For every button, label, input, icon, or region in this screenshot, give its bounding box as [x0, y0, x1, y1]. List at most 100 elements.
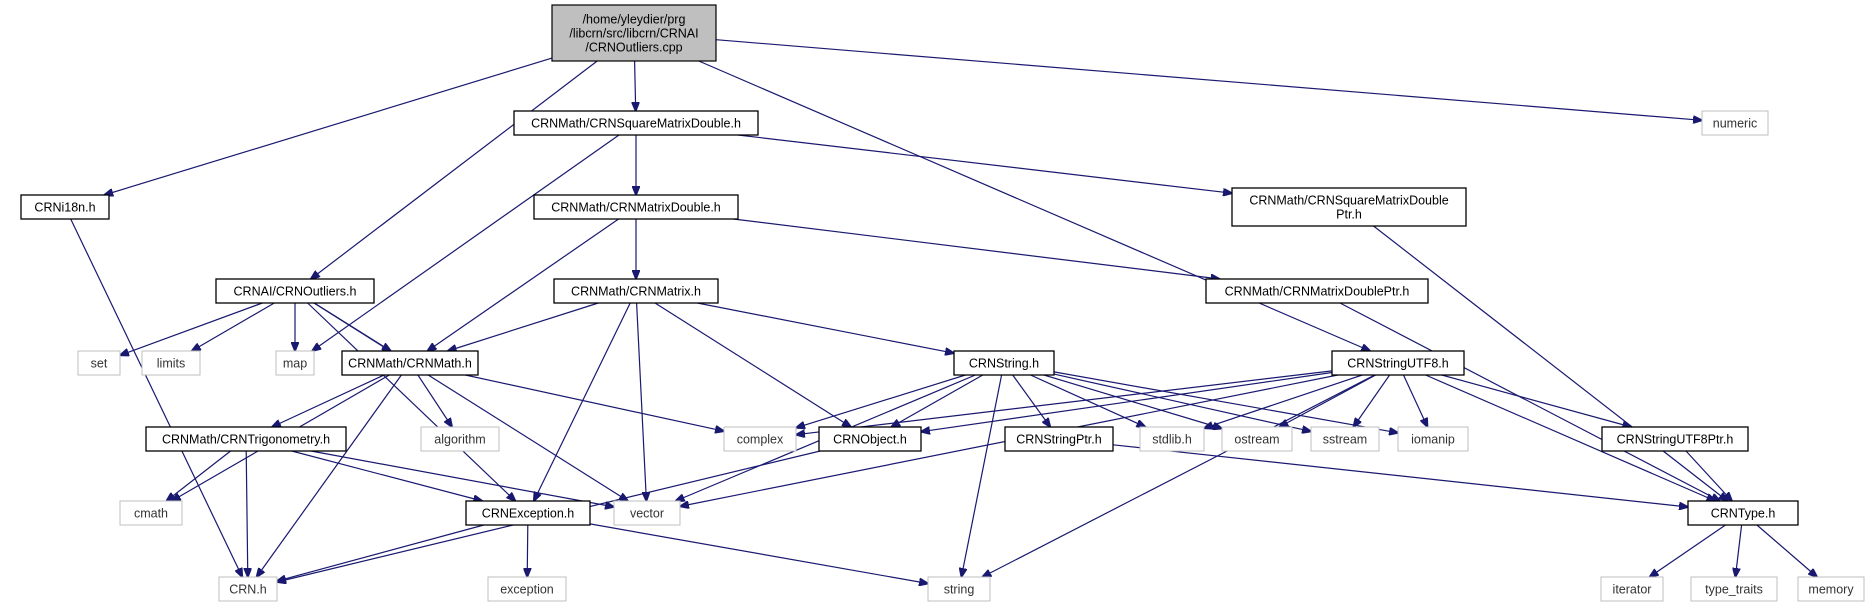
node-i18n[interactable]: CRNi18n.h: [20, 194, 110, 220]
node-box: [1601, 426, 1749, 452]
node-label: CRNMath/CRNSquareMatrixDouble: [1249, 194, 1448, 208]
edge-trig-to-vector: [310, 450, 614, 507]
node-label: CRNMath/CRNSquareMatrixDouble.h: [531, 117, 741, 131]
edge-math-to-complex: [465, 374, 724, 431]
edge-exception_h-to-string: [589, 523, 928, 584]
node-numeric: numeric: [1701, 110, 1769, 136]
node-map: map: [275, 350, 315, 376]
node-ostream: ostream: [1221, 426, 1293, 452]
edge-md-to-math: [427, 218, 619, 351]
node-label: cmath: [134, 507, 168, 521]
node-label: CRNType.h: [1711, 507, 1776, 521]
node-algorithm: algorithm: [420, 426, 500, 452]
edge-string_h-to-complex: [796, 374, 966, 428]
node-box: [20, 194, 110, 220]
node-label: stdlib.h: [1152, 433, 1192, 447]
node-box: [1331, 350, 1465, 376]
node-box: [215, 278, 375, 304]
node-label: exception: [500, 583, 554, 597]
node-box: [77, 350, 121, 376]
node-box: [1310, 426, 1380, 452]
edge-utf8-to-complex: [796, 370, 1333, 435]
node-label: CRNStringUTF8Ptr.h: [1617, 433, 1734, 447]
node-iterator: iterator: [1600, 576, 1664, 602]
edge-string_h-to-string: [961, 374, 1003, 577]
edge-matrix-to-vector: [636, 302, 647, 501]
node-type[interactable]: CRNType.h: [1687, 500, 1799, 526]
edge-root-to-sqmd: [635, 60, 636, 111]
edge-outliers-to-limits: [192, 302, 275, 351]
node-object[interactable]: CRNObject.h: [818, 426, 922, 452]
node-sstream: sstream: [1310, 426, 1380, 452]
node-label: set: [91, 357, 108, 371]
node-label: ostream: [1234, 433, 1279, 447]
node-utf8ptr[interactable]: CRNStringUTF8Ptr.h: [1601, 426, 1749, 452]
node-string: string: [927, 576, 991, 602]
node-box: [1701, 110, 1769, 136]
edge-matrix-to-exception_h: [534, 302, 631, 501]
node-utf8[interactable]: CRNStringUTF8.h: [1331, 350, 1465, 376]
edge-utf8-to-stdlib: [1204, 374, 1363, 428]
edge-string_h-to-iomanip: [1053, 371, 1398, 433]
edge-mdptr-to-type: [1339, 302, 1720, 501]
node-label: Ptr.h: [1336, 208, 1362, 222]
node-memory: memory: [1797, 576, 1865, 602]
node-box: [553, 278, 719, 304]
node-label: /libcrn/src/libcrn/CRNAI: [569, 27, 698, 41]
node-box: [953, 350, 1055, 376]
node-box: [341, 350, 479, 376]
node-label: CRNObject.h: [833, 433, 907, 447]
node-trig[interactable]: CRNMath/CRNTrigonometry.h: [145, 426, 347, 452]
node-box: [275, 350, 315, 376]
node-label: vector: [630, 507, 664, 521]
node-strptr[interactable]: CRNStringPtr.h: [1004, 426, 1114, 452]
node-box: [613, 500, 681, 526]
node-box: [1687, 500, 1799, 526]
node-label: /home/yleydier/prg: [583, 13, 686, 27]
edge-exception_h-to-crn: [277, 524, 484, 581]
node-box: [1231, 187, 1467, 227]
node-label: CRNMath/CRNMatrix.h: [571, 285, 701, 299]
node-limits: limits: [141, 350, 201, 376]
node-box: [1797, 576, 1865, 602]
edge-utf8-to-ostream: [1279, 374, 1376, 427]
node-label: numeric: [1713, 117, 1757, 131]
node-exception_h[interactable]: CRNException.h: [465, 500, 591, 526]
node-root[interactable]: /home/yleydier/prg/libcrn/src/libcrn/CRN…: [551, 4, 717, 62]
edge-type-to-type_traits: [1735, 524, 1743, 577]
node-box: [1139, 426, 1205, 452]
node-string_h[interactable]: CRNString.h: [953, 350, 1055, 376]
node-outliers[interactable]: CRNAI/CRNOutliers.h: [215, 278, 375, 304]
node-math[interactable]: CRNMath/CRNMath.h: [341, 350, 479, 376]
node-label: /CRNOutliers.cpp: [585, 41, 682, 55]
node-mdptr[interactable]: CRNMath/CRNMatrixDoublePtr.h: [1205, 278, 1429, 304]
node-type_traits: type_traits: [1690, 576, 1778, 602]
node-box: [465, 500, 591, 526]
edge-math-to-trig: [272, 374, 385, 427]
node-label: iterator: [1613, 583, 1652, 597]
edge-exception_h-to-exception: [527, 524, 528, 577]
node-box: [818, 426, 922, 452]
edge-math-to-algorithm: [417, 374, 452, 427]
edge-trig-to-crn: [246, 450, 248, 577]
node-sqmd[interactable]: CRNMath/CRNSquareMatrixDouble.h: [513, 110, 759, 136]
node-matrix[interactable]: CRNMath/CRNMatrix.h: [553, 278, 719, 304]
node-box: [487, 576, 567, 602]
node-label: type_traits: [1705, 583, 1763, 597]
node-box: [1690, 576, 1778, 602]
edge-utf8ptr-to-type: [1685, 450, 1732, 501]
node-md[interactable]: CRNMath/CRNMatrixDouble.h: [533, 194, 739, 220]
edge-utf8-to-type: [1425, 374, 1716, 501]
edge-utf8-to-iomanip: [1402, 374, 1428, 427]
node-box: [533, 194, 739, 220]
edge-matrix-to-object: [654, 302, 851, 427]
edge-string_h-to-strptr: [1012, 374, 1051, 427]
node-box: [1004, 426, 1114, 452]
node-box: [1600, 576, 1664, 602]
edge-outliers-to-vector: [313, 302, 628, 501]
node-complex: complex: [723, 426, 797, 452]
node-label: CRNException.h: [482, 507, 574, 521]
node-label: limits: [157, 357, 185, 371]
node-box: [218, 576, 278, 602]
